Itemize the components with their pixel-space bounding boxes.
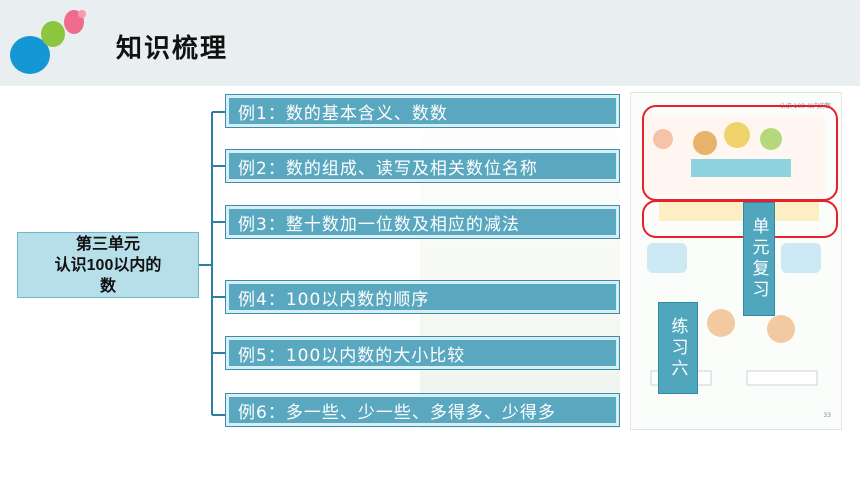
header-bar: 知识梳理 — [0, 0, 860, 86]
example-item-4: 例4：100以内数的顺序 — [225, 280, 620, 314]
highlight-ring-bottom — [642, 200, 838, 238]
background-textbook-image — [420, 92, 620, 428]
mindmap-root: 第三单元 认识100以内的 数 — [17, 232, 199, 298]
logo-bubbles-icon — [10, 10, 86, 74]
root-label: 第三单元 认识100以内的 数 — [54, 235, 162, 295]
example-item-1: 例1：数的基本含义、数数 — [225, 94, 620, 128]
example-item-6: 例6：多一些、少一些、多得多、少得多 — [225, 393, 620, 427]
example-item-2: 例2：数的组成、读写及相关数位名称 — [225, 149, 620, 183]
highlight-ring-top — [642, 105, 838, 201]
example-item-3: 例3：整十数加一位数及相应的减法 — [225, 205, 620, 239]
example-item-5: 例5：100以内数的大小比较 — [225, 336, 620, 370]
page-title: 知识梳理 — [116, 34, 229, 64]
unit-review-label: 单元复习 — [743, 202, 775, 316]
textbook-page-number: 33 — [823, 412, 831, 419]
exercise-six-label: 练习六 — [658, 302, 698, 394]
